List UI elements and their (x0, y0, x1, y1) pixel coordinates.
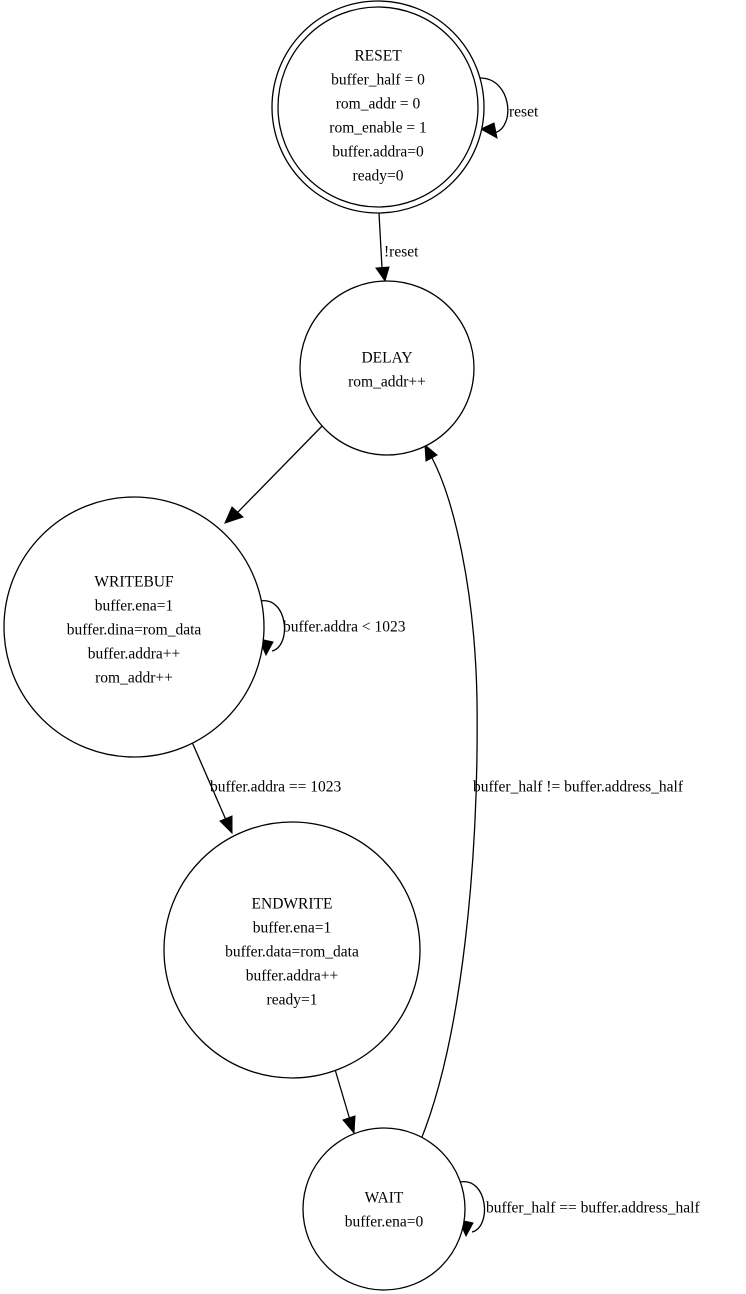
state-endwrite-label-line-0: ENDWRITE (252, 896, 333, 913)
state-wait-circle (302, 1127, 466, 1291)
state-wait-label-line-0: WAIT (365, 1190, 404, 1207)
edge-writebuf-to-endwrite-arrowhead (219, 815, 233, 835)
state-node-wait[interactable]: WAIT buffer.ena=0 (302, 1127, 466, 1291)
edge-reset-to-delay (375, 212, 390, 283)
state-reset-label-line-4: buffer.addra=0 (332, 144, 424, 161)
edge-wait-self-path (459, 1181, 486, 1233)
state-delay-circle (299, 280, 475, 456)
state-endwrite-circle (163, 821, 421, 1079)
state-writebuf-label-line-0: WRITEBUF (94, 574, 174, 591)
state-endwrite-label-line-2: buffer.data=rom_data (225, 944, 359, 961)
state-reset-inner-circle (277, 6, 479, 208)
edge-delay-to-writebuf-arrowhead (224, 506, 244, 524)
edge-label-wait-self: buffer_half == buffer.address_half (486, 1200, 700, 1217)
edge-delay-to-writebuf-path (237, 421, 327, 513)
state-node-writebuf[interactable]: WRITEBUF buffer.ena=1 buffer.dina=rom_da… (3, 496, 265, 758)
edge-writebuf-to-endwrite (191, 741, 233, 835)
state-reset-label-line-1: buffer_half = 0 (331, 72, 425, 89)
state-endwrite-label-line-3: buffer.addra++ (246, 968, 339, 985)
edge-reset-self (479, 77, 509, 139)
edge-endwrite-to-wait-path (333, 1065, 351, 1121)
edge-reset-to-delay-arrowhead (375, 266, 390, 283)
edge-writebuf-self-path (259, 600, 286, 652)
state-endwrite-label-line-1: buffer.ena=1 (253, 920, 332, 937)
state-node-delay[interactable]: DELAY rom_addr++ (299, 280, 475, 456)
edge-endwrite-to-wait-arrowhead (342, 1115, 356, 1135)
state-writebuf-circle (3, 496, 265, 758)
edge-label-writebuf-self: buffer.addra < 1023 (283, 619, 406, 636)
state-node-reset[interactable]: RESET buffer_half = 0 rom_addr = 0 rom_e… (271, 0, 485, 214)
edge-reset-to-delay-path (378, 212, 383, 269)
state-delay-label-line-1: rom_addr++ (348, 374, 426, 391)
state-writebuf-label-line-2: buffer.dina=rom_data (67, 622, 202, 639)
state-reset-label-line-5: ready=0 (353, 168, 404, 185)
edge-writebuf-to-endwrite-path (191, 741, 227, 821)
state-reset-label-line-0: RESET (354, 48, 402, 65)
state-reset-label-line-2: rom_addr = 0 (336, 96, 421, 113)
state-reset-label-line-3: rom_enable = 1 (329, 120, 426, 137)
state-writebuf-label-line-4: rom_addr++ (95, 670, 173, 687)
edge-wait-to-delay (419, 443, 478, 1143)
edge-delay-to-writebuf (224, 421, 327, 524)
state-writebuf-label-line-1: buffer.ena=1 (95, 598, 174, 615)
state-delay-label-line-0: DELAY (361, 350, 412, 367)
edge-wait-to-delay-arrowhead (424, 443, 438, 462)
edge-wait-to-delay-path (419, 457, 478, 1143)
edge-label-reset-self: reset (509, 104, 539, 121)
state-wait-label-line-1: buffer.ena=0 (345, 1214, 424, 1231)
state-writebuf-label-line-3: buffer.addra++ (88, 646, 181, 663)
state-node-endwrite[interactable]: ENDWRITE buffer.ena=1 buffer.data=rom_da… (163, 821, 421, 1079)
edge-reset-self-path (479, 77, 509, 134)
edge-reset-self-arrowhead (479, 122, 498, 139)
edge-label-reset-to-delay: !reset (384, 244, 419, 261)
edge-label-writebuf-to-endwrite: buffer.addra == 1023 (210, 779, 342, 796)
edge-endwrite-to-wait (333, 1065, 356, 1135)
edge-label-wait-to-delay: buffer_half != buffer.address_half (473, 779, 684, 796)
state-endwrite-label-line-4: ready=1 (267, 992, 318, 1009)
